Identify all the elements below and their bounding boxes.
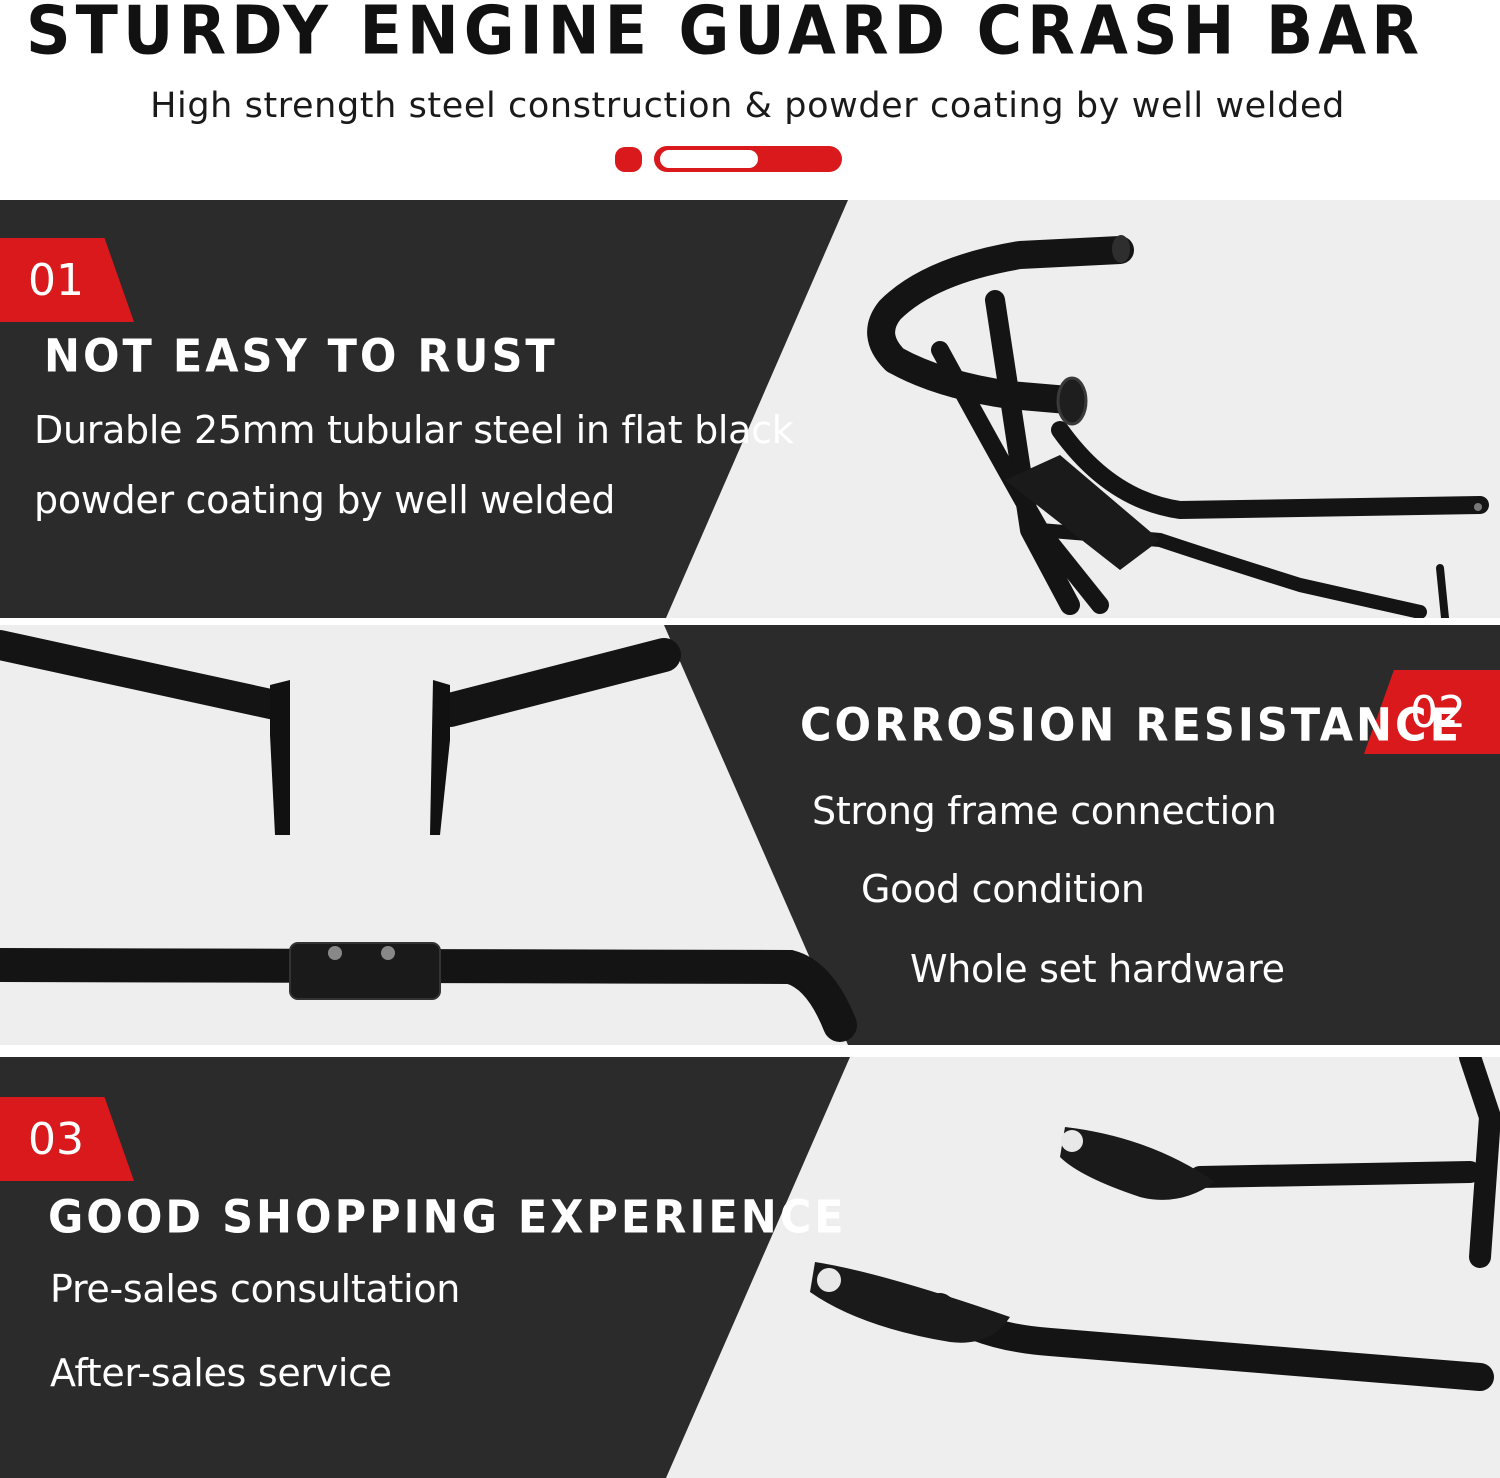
section-text-line: Good condition [861, 867, 1145, 911]
dark-diagonal-block [664, 625, 1500, 1045]
bolt-head [381, 946, 395, 960]
section-text-line: Pre-sales consultation [50, 1267, 461, 1311]
mount-plate-right [430, 680, 450, 835]
crash-bar-photo-1 [0, 200, 1500, 618]
mount-hole [1061, 1130, 1083, 1152]
crash-bar-photo-3 [0, 1057, 1500, 1478]
section-title: GOOD SHOPPING EXPERIENCE [48, 1191, 847, 1245]
bolt-head [1474, 503, 1482, 511]
crash-bar-tubes [867, 236, 1489, 618]
mount-plate-left [270, 680, 290, 835]
page-subtitle: High strength steel construction & powde… [150, 86, 1345, 126]
crash-bar-photo-2 [0, 625, 1500, 1045]
section-title: CORROSION RESISTANCE [800, 699, 1462, 753]
section-text-line: After-sales service [50, 1351, 392, 1395]
feature-panel-shopping: 03 GOOD SHOPPING EXPERIENCE Pre-sales co… [0, 1057, 1500, 1478]
page-title: STURDY ENGINE GUARD CRASH BAR [26, 0, 1424, 70]
section-number-badge: 02 [1364, 670, 1500, 754]
bracket-plate [1005, 455, 1160, 570]
decorative-red-dot [615, 147, 642, 172]
tube-end-open [1056, 376, 1088, 426]
header: STURDY ENGINE GUARD CRASH BAR High stren… [0, 0, 1500, 200]
decorative-white-pill [660, 150, 758, 168]
section-text-line: Durable 25mm tubular steel in flat black [34, 408, 794, 452]
mount-hole [817, 1268, 841, 1292]
bolt-head [328, 946, 342, 960]
section-text-line: powder coating by well welded [34, 478, 616, 522]
dark-diagonal-block [0, 200, 848, 618]
mount-tab-upper [1060, 1127, 1215, 1200]
dark-diagonal-block [0, 1057, 850, 1478]
section-text-line: Whole set hardware [910, 947, 1285, 991]
section-text-line: Strong frame connection [812, 789, 1277, 833]
crash-bar-tubes [0, 630, 857, 1042]
tube-end-top [1112, 235, 1130, 263]
section-title: NOT EASY TO RUST [44, 330, 558, 384]
feature-panel-rust: 01 NOT EASY TO RUST Durable 25mm tubular… [0, 200, 1500, 618]
mount-tab-lower [810, 1262, 1010, 1343]
joint-sleeve [289, 942, 441, 1000]
feature-panel-corrosion: 02 CORROSION RESISTANCE Strong frame con… [0, 625, 1500, 1045]
